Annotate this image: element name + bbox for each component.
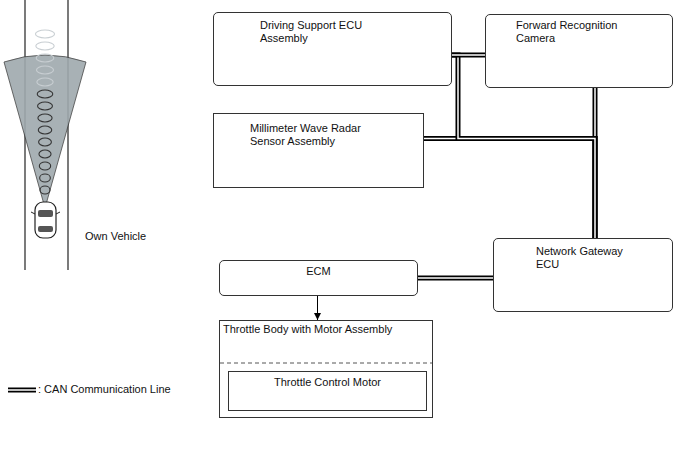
signal-arrow (317, 296, 318, 320)
own-vehicle-car (31, 202, 60, 238)
component-name: Throttle Control Motor (233, 376, 422, 389)
can-line-inner (424, 139, 595, 239)
motor-box: Throttle Control Motor (228, 371, 427, 411)
can-line-outer (418, 276, 493, 281)
legend-line-sample (8, 390, 36, 391)
component-name: Forward Recognition Camera (516, 19, 646, 45)
component-name: Network Gateway ECU (536, 245, 626, 271)
component-name: ECM (226, 265, 411, 278)
detection-cone (4, 55, 86, 208)
can-line (452, 55, 485, 56)
component-name: Millimeter Wave Radar Sensor Assembly (250, 122, 390, 148)
legend-entry: : CAN Communication Line (38, 383, 171, 395)
vehicle-label: Own Vehicle (85, 230, 146, 242)
component-box: Throttle Body with Motor AssemblyThrottl… (219, 320, 433, 418)
component-box: ECM (219, 260, 418, 296)
component-box: Network Gateway ECU (493, 238, 673, 312)
legend-text: : CAN Communication Line (38, 383, 171, 395)
dashed-divider (220, 363, 433, 364)
can-line-outer (452, 55, 595, 238)
arrow-line (317, 296, 318, 320)
component-box: Millimeter Wave Radar Sensor Assembly (213, 113, 424, 188)
component-box: Driving Support ECU Assembly (213, 12, 452, 86)
lane-line (67, 0, 68, 270)
can-line-inner (452, 55, 595, 238)
component-name: Driving Support ECU Assembly (260, 19, 410, 45)
can-line-outer (452, 53, 485, 58)
component-name: Throttle Body with Motor Assembly (223, 323, 428, 336)
can-line-outer (424, 139, 595, 239)
can-line-inner (418, 277, 493, 279)
can-line (424, 139, 595, 239)
can-line-inner (452, 54, 485, 56)
component-box: Forward Recognition Camera (485, 14, 673, 88)
radar-waves (35, 30, 54, 194)
can-line (418, 278, 493, 279)
can-line (452, 55, 595, 238)
